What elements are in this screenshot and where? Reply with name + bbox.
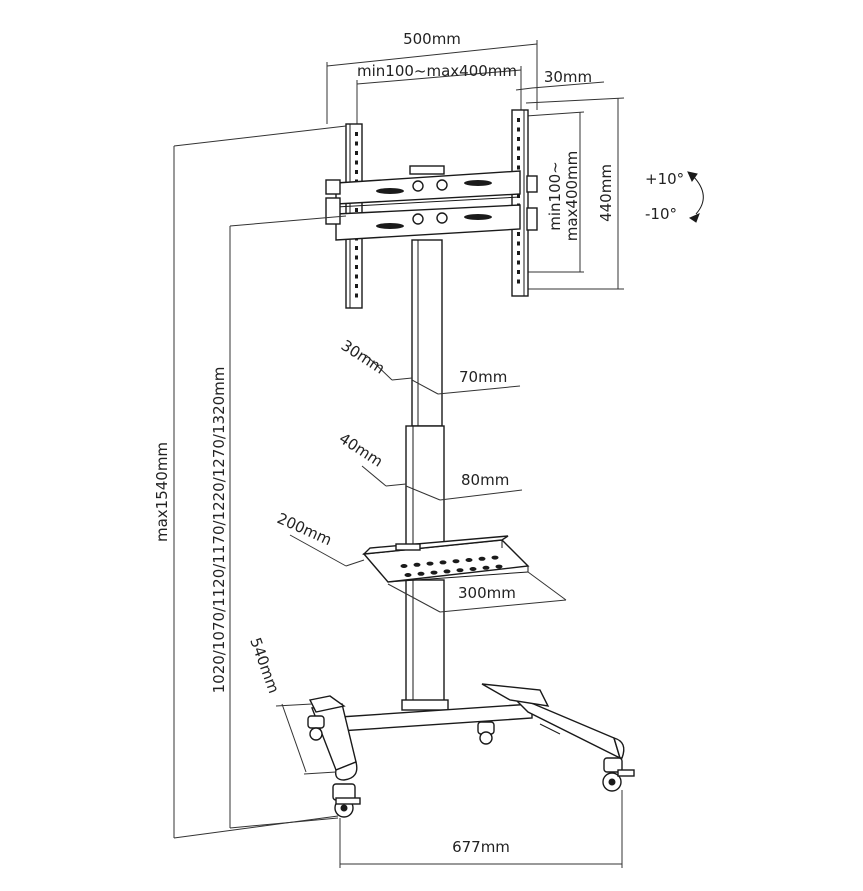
vesa-horizontal-dimension-group: min100~max400mm (356, 62, 522, 124)
bracket-hole (355, 265, 358, 269)
upper-pole (411, 239, 443, 427)
shelf-vent-hole (426, 561, 434, 566)
shelf-vent-hole (491, 555, 499, 560)
bracket-hole (517, 251, 520, 255)
shelf-vent-hole (439, 560, 447, 565)
bracket-hole (355, 293, 358, 298)
bracket-hole (355, 255, 358, 260)
bracket-hole (355, 151, 358, 155)
shelf-vent-hole (469, 567, 477, 571)
bracket-hole (355, 170, 358, 174)
base-depth-label: 540mm (246, 635, 283, 696)
tv-bracket (325, 109, 538, 309)
base-width-label: 677mm (452, 838, 510, 856)
right-leg (509, 693, 622, 760)
tilt-arc-icon (692, 175, 704, 215)
bracket-hole (355, 141, 358, 146)
shelf (362, 535, 530, 583)
base (307, 683, 635, 818)
adjustable-height-label: 1020/1070/1120/1170/1220/1270/1320mm (210, 367, 228, 694)
bracket-hole (517, 260, 520, 265)
bracket-hole (517, 279, 520, 284)
bracket-hole (355, 274, 358, 279)
front-right-caster (602, 757, 635, 792)
adjustable-height-dimension-group: 1020/1070/1120/1170/1220/1270/1320mm (210, 215, 347, 829)
bracket-depth-label: 30mm (544, 68, 592, 86)
bracket-hole (355, 132, 358, 136)
shelf-vent-hole (413, 562, 421, 567)
bracket-hole (517, 232, 520, 236)
tilt-indicator-group: +10° -10° (645, 170, 704, 223)
bracket-hole (517, 165, 520, 170)
bracket-hole (517, 156, 520, 160)
lower-pole-width-label: 80mm (461, 471, 509, 489)
tilt-down-label: -10° (645, 205, 677, 223)
vesa-horizontal-label: min100~max400mm (357, 62, 517, 80)
bracket-hole (355, 160, 358, 165)
shelf-vent-hole (430, 570, 438, 575)
shelf-vent-hole (465, 558, 473, 562)
bracket-height-dimension-group: 440mm (525, 97, 625, 290)
bracket-hole (517, 146, 520, 151)
width-overall-label: 500mm (403, 30, 461, 48)
vesa-vertical-label-2: max400mm (563, 151, 581, 242)
bracket-hole (517, 241, 520, 246)
bracket-hole (517, 137, 520, 141)
shelf-vent-hole (404, 573, 412, 577)
width-dimension-group: 500mm (326, 30, 538, 124)
shelf-vent-hole (478, 556, 486, 561)
lower-rail (335, 204, 521, 241)
tilt-arrow-up-icon (687, 171, 698, 183)
shelf-vent-hole (452, 559, 460, 564)
right-leg-back (481, 683, 550, 707)
back-right-caster (477, 721, 495, 745)
upper-pole-depth-label: 30mm (338, 336, 388, 377)
tilt-arrow-down-icon (688, 213, 700, 223)
bracket-height-label: 440mm (597, 164, 615, 222)
lower-pole (405, 579, 445, 703)
tilt-up-label: +10° (645, 170, 684, 188)
bracket-hole (355, 246, 358, 250)
bracket-hole (517, 270, 520, 274)
middle-pole (405, 425, 445, 547)
shelf-vent-hole (417, 571, 425, 576)
vesa-vertical-label-1: min100~ (546, 161, 564, 231)
upper-pole-width-label: 70mm (459, 368, 507, 386)
bracket-hole (355, 208, 358, 212)
bracket-hole (517, 194, 520, 198)
bracket-hole (355, 284, 358, 288)
pole-base-collar (401, 699, 449, 711)
back-left-caster (307, 715, 325, 741)
max-height-label: max1540mm (153, 442, 171, 542)
bracket-hole (517, 127, 520, 132)
shelf-vent-hole (456, 568, 464, 573)
bracket-depth-dimension-group: 30mm (515, 68, 605, 91)
shelf-vent-hole (443, 569, 451, 574)
shelf-width-label: 300mm (458, 584, 516, 602)
shelf-vent-hole (482, 565, 490, 570)
bracket-hole (517, 118, 520, 122)
shelf-vent-hole (400, 564, 408, 568)
top-clip (409, 165, 445, 175)
front-left-caster (332, 783, 361, 818)
vesa-vertical-dimension-group: min100~ max400mm (525, 111, 585, 273)
upper-rail (335, 170, 521, 205)
shelf-vent-hole (495, 564, 503, 569)
pole (401, 239, 449, 711)
base-width-dimension-group: 677mm (339, 790, 623, 868)
max-height-dimension-group: max1540mm (153, 125, 347, 839)
lower-pole-depth-label: 40mm (336, 429, 386, 470)
